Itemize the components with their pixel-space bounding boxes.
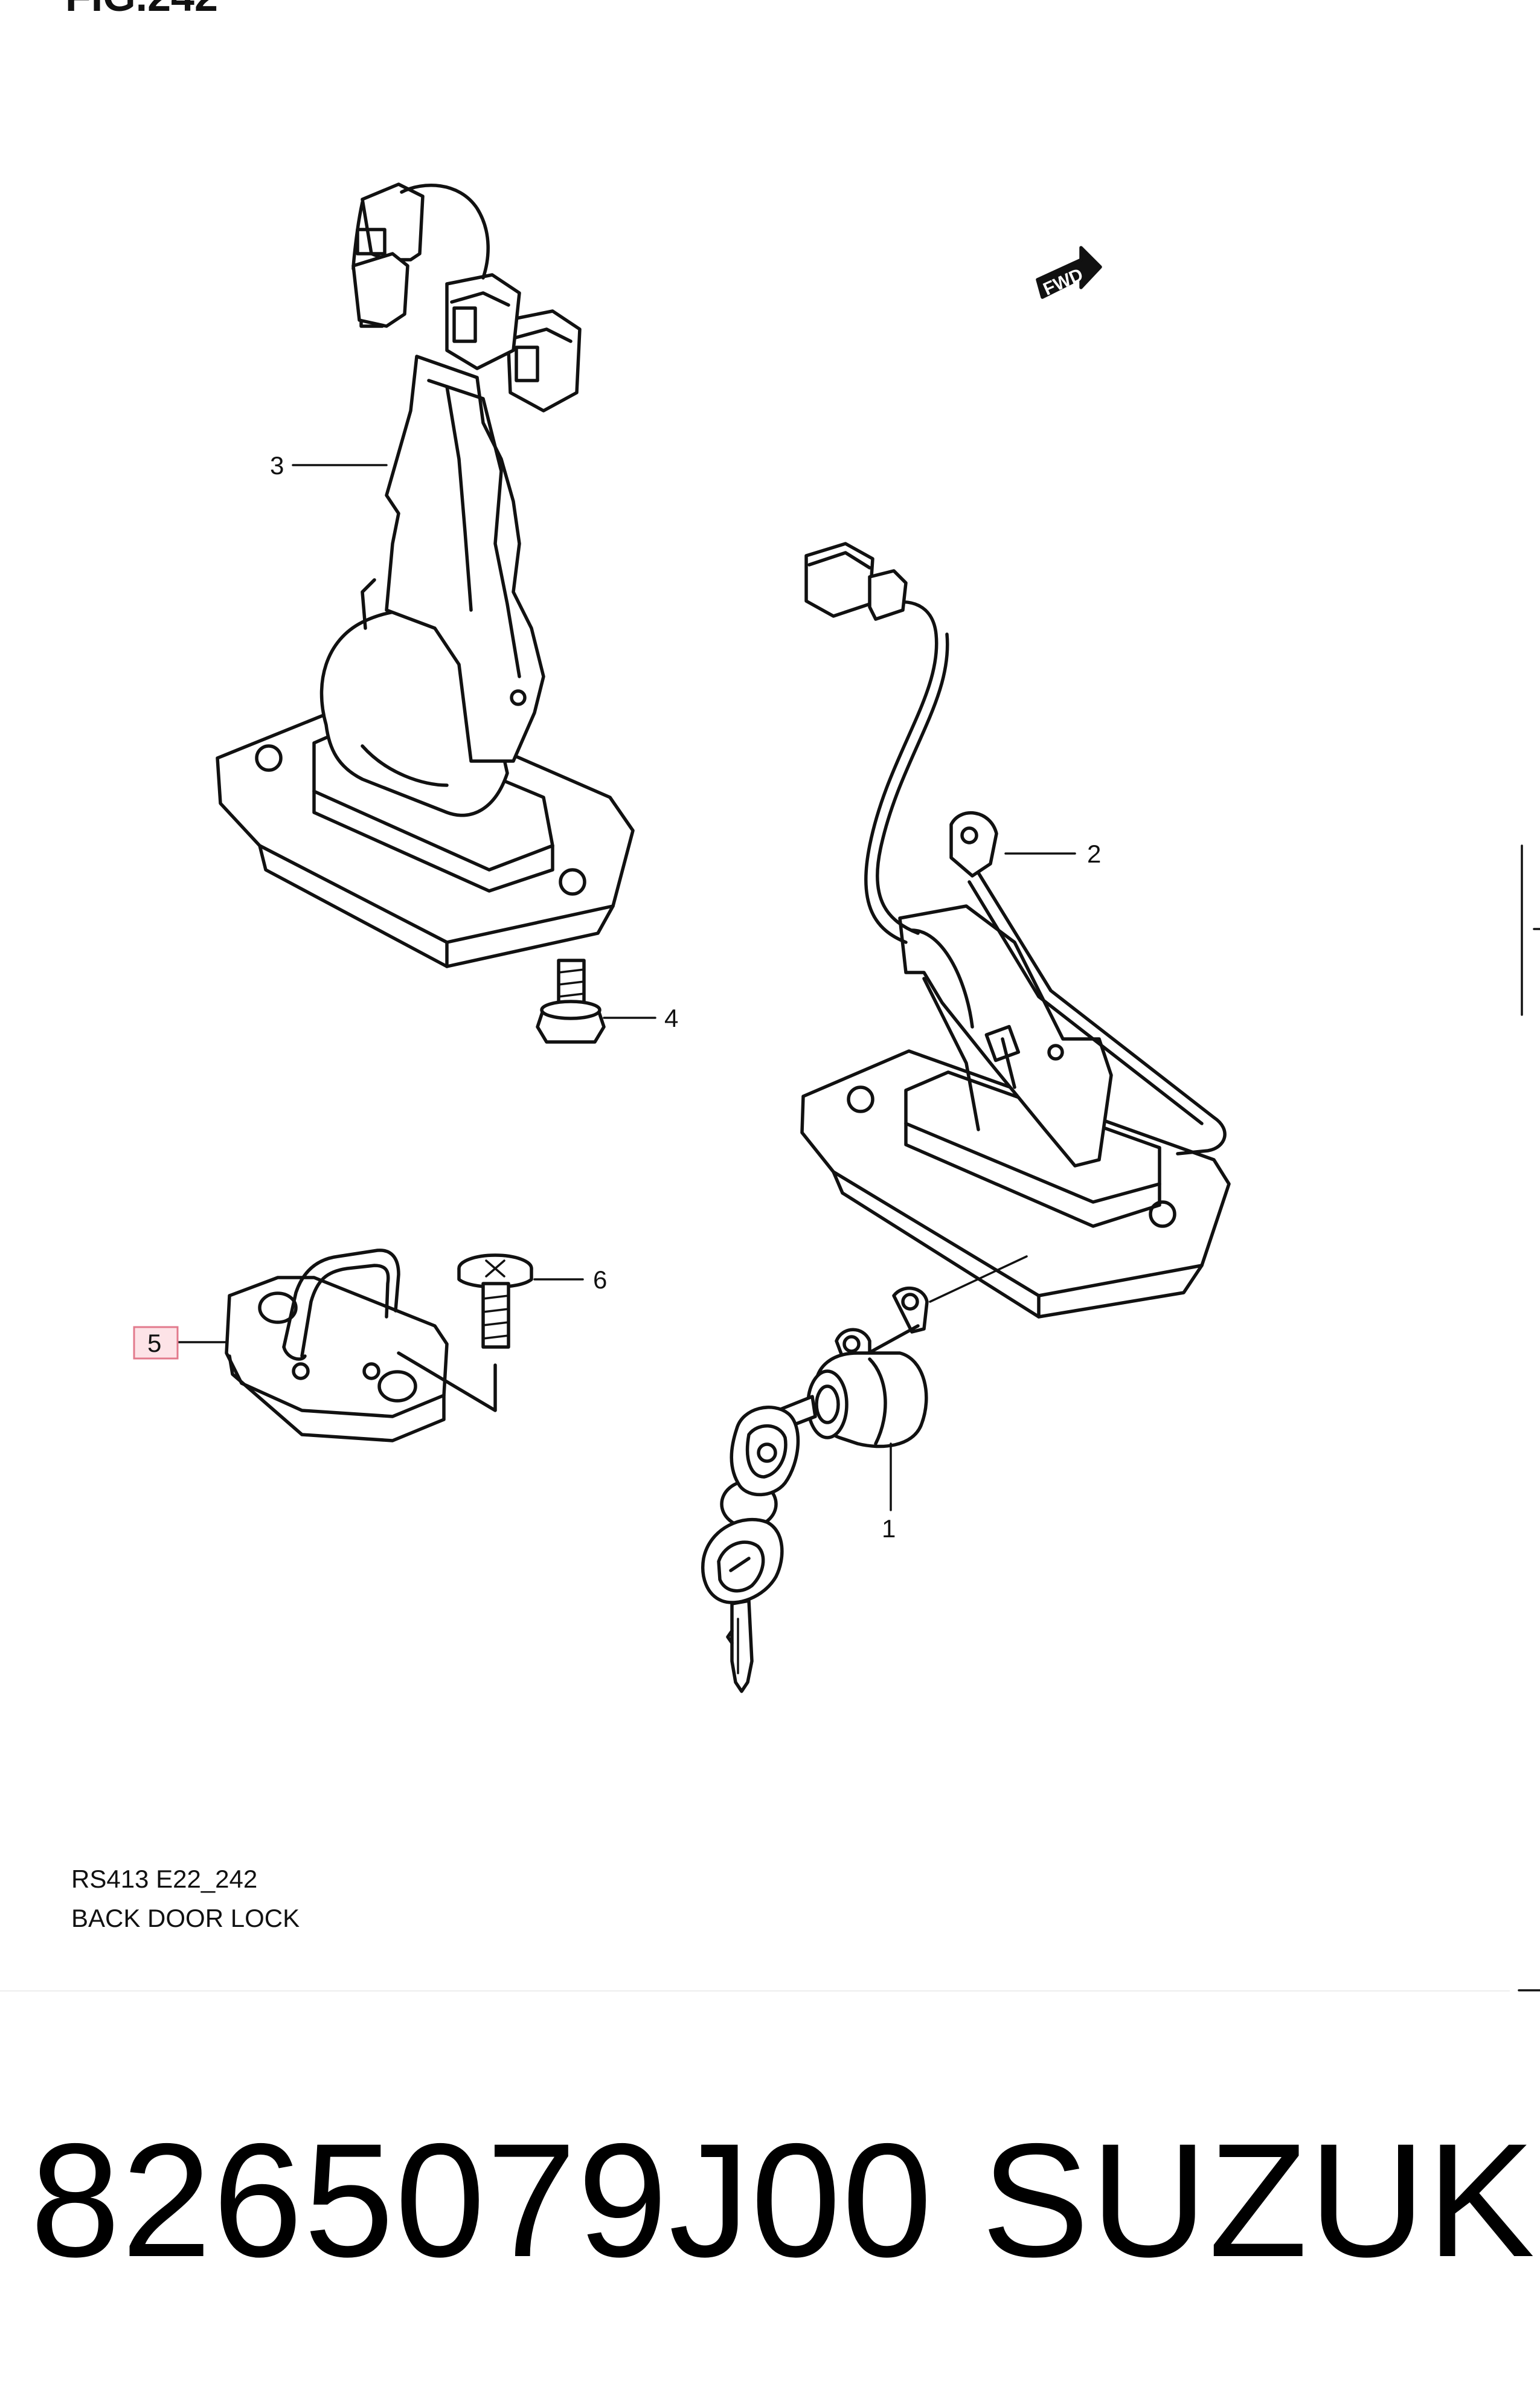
part-5-striker (225, 1249, 449, 1442)
part-2-latch (800, 542, 1231, 1319)
part-3-lock-actuator (216, 182, 635, 968)
callout-label: 2 (1087, 840, 1101, 868)
callout-6[interactable]: 6 (593, 1265, 607, 1294)
brand-name: SUZUKI (981, 2109, 1540, 2291)
callout-label: 4 (664, 1004, 678, 1032)
part-6-screw (397, 1253, 533, 1412)
part-4-bolt (536, 959, 606, 1044)
callout-4[interactable]: 4 (664, 1004, 678, 1032)
callout-5-highlighted[interactable]: 5 (133, 1326, 179, 1360)
callout-3[interactable]: 3 (270, 451, 284, 480)
fwd-arrow-icon: FWD (1036, 246, 1102, 300)
figure-title: FIG.242 (65, 0, 218, 20)
figure-code: RS413 E22_242 (71, 1865, 257, 1893)
leader-lines (177, 464, 1076, 1511)
callout-label: 3 (270, 451, 284, 480)
callout-label: 1 (882, 1514, 896, 1543)
callout-2[interactable]: 2 (1087, 840, 1101, 868)
figure-caption: BACK DOOR LOCK (71, 1904, 300, 1932)
part-number: 8265079J00 (30, 2109, 933, 2291)
part-1-key-cylinder (701, 1286, 929, 1693)
callout-highlight-box (133, 1326, 179, 1360)
callout-1[interactable]: 1 (882, 1514, 896, 1543)
callout-label: 5 (147, 1329, 161, 1357)
callout-label: 6 (593, 1265, 607, 1294)
